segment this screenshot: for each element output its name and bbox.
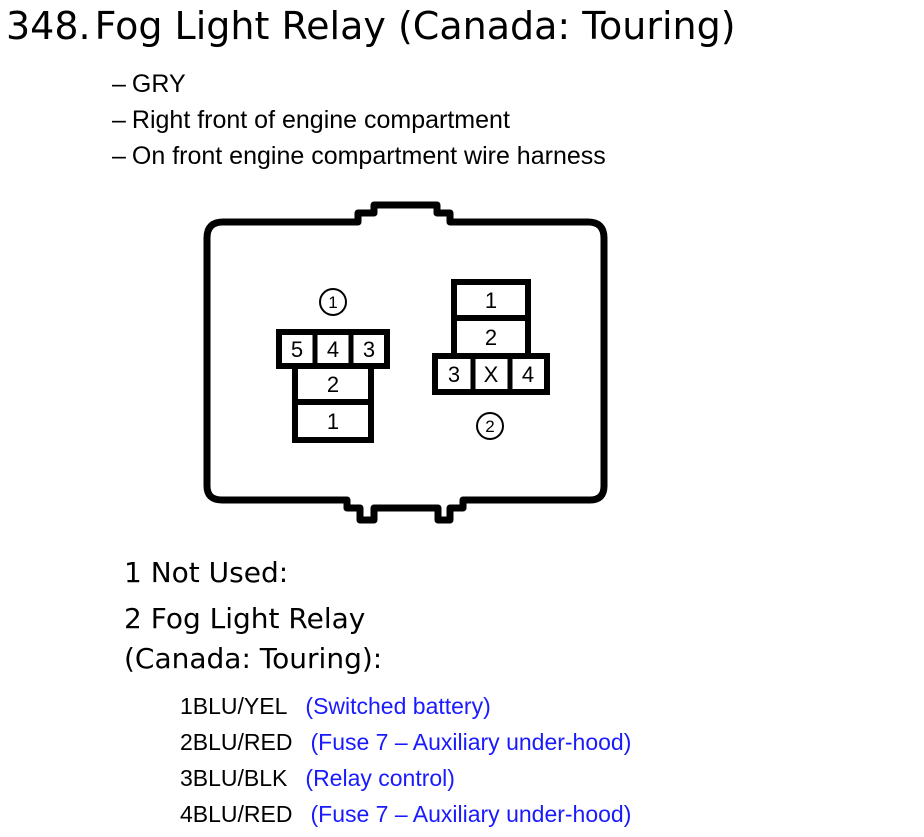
pin-row: 1BLU/YEL (Switched battery) [180, 688, 631, 724]
pin-row: 3BLU/BLK (Relay control) [180, 760, 631, 796]
title-text: Fog Light Relay (Canada: Touring) [94, 4, 736, 48]
bullet-text: GRY [131, 70, 186, 98]
connector-2: 1 2 3 X 4 2 [432, 279, 550, 440]
connector-info-list: –GRY –Right front of engine compartment … [112, 66, 606, 174]
harness-info: –On front engine compartment wire harnes… [112, 138, 606, 174]
bullet-dash: – [112, 142, 126, 170]
color-info: –GRY [112, 66, 606, 102]
pin-description: (Relay control) [305, 765, 455, 791]
section-relay-heading: 2 Fog Light Relay [124, 602, 366, 635]
pin-code: 2BLU/RED [180, 729, 293, 755]
cavity-label: 5 [291, 337, 303, 362]
bullet-text: On front engine compartment wire harness [131, 142, 606, 170]
connector-1-label-circle [319, 288, 347, 316]
connector-2-label-circle [476, 412, 504, 440]
section-relay-subheading: (Canada: Touring): [124, 642, 383, 675]
cavity-label: 1 [485, 288, 497, 313]
bullet-text: Right front of engine compartment [131, 106, 510, 134]
bullet-dash: – [112, 70, 126, 98]
cavity-label: 3 [363, 337, 375, 362]
connector-1-label: 1 [328, 293, 337, 312]
title-number: 348. [6, 4, 91, 48]
pin-description: (Switched battery) [305, 693, 491, 719]
location-info: –Right front of engine compartment [112, 102, 606, 138]
pin-code: 3BLU/BLK [180, 765, 288, 791]
section-not-used: 1 Not Used: [124, 556, 289, 589]
cavity-label: 1 [327, 409, 339, 434]
cavity-label: 2 [327, 372, 339, 397]
pin-row: 2BLU/RED (Fuse 7 – Auxiliary under-hood) [180, 724, 631, 760]
pin-description: (Fuse 7 – Auxiliary under-hood) [310, 729, 632, 755]
page-title: 348.Fog Light Relay (Canada: Touring) [6, 2, 736, 50]
connector-2-label: 2 [485, 417, 494, 436]
cavity-label: X [484, 362, 499, 387]
cavity-label: 2 [485, 325, 497, 350]
bullet-dash: – [112, 106, 126, 134]
pin-code: 1BLU/YEL [180, 693, 288, 719]
connector-2-cavity-row [432, 353, 550, 395]
cavity-label: 4 [522, 362, 534, 387]
relay-housing-outline [203, 201, 608, 524]
pin-row: 4BLU/RED (Fuse 7 – Auxiliary under-hood) [180, 796, 631, 832]
pin-description: (Fuse 7 – Auxiliary under-hood) [310, 801, 632, 827]
connector-1: 1 5 4 3 2 1 [276, 288, 390, 443]
cavity-label: 3 [448, 362, 460, 387]
pin-code: 4BLU/RED [180, 801, 293, 827]
cavity-label: 4 [327, 337, 339, 362]
pin-list: 1BLU/YEL (Switched battery) 2BLU/RED (Fuse… [180, 688, 631, 832]
connector-1-cavity-1 [292, 399, 374, 443]
